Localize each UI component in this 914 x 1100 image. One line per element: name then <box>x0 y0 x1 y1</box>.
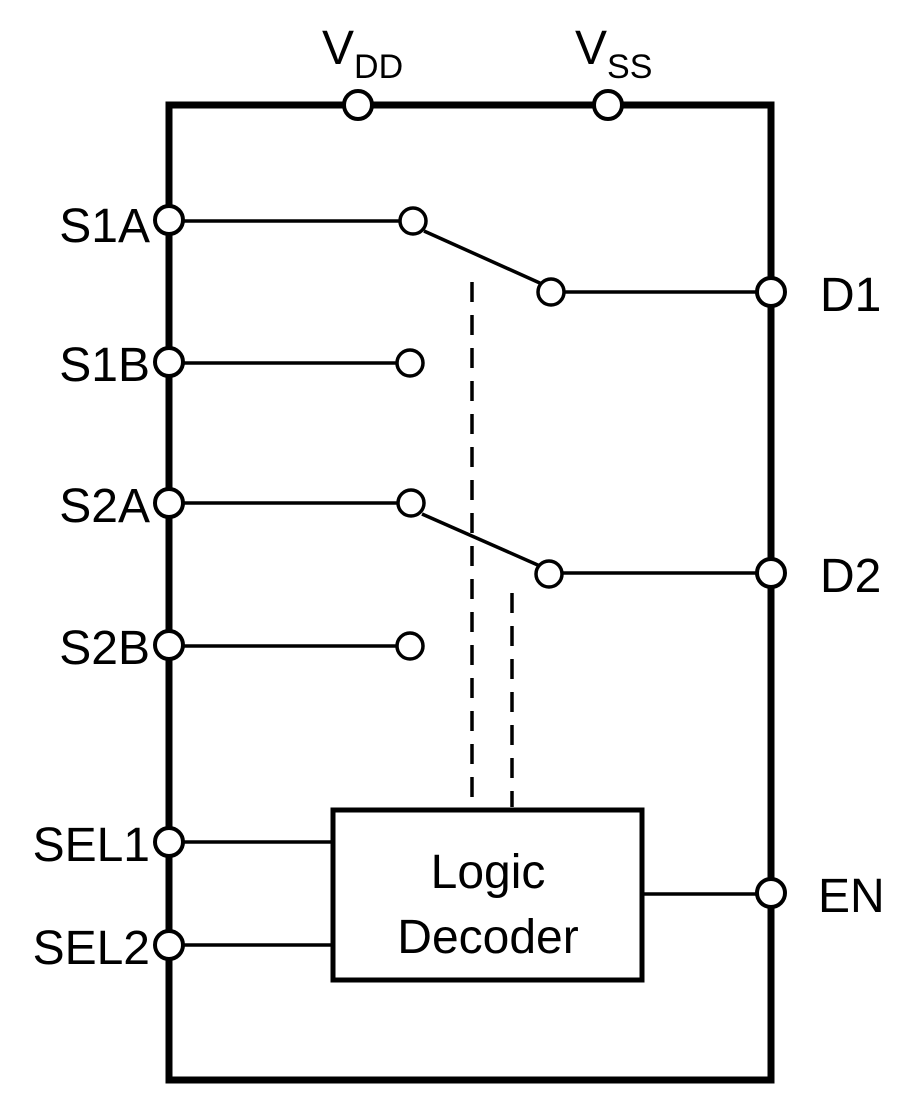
pin-d2-circle <box>755 557 787 589</box>
label-d1: D1 <box>820 269 881 322</box>
pin-s1b-circle <box>153 346 185 378</box>
label-en: EN <box>818 870 885 923</box>
ic-outline <box>165 101 775 1084</box>
switch2-throw-a-circle <box>396 488 426 518</box>
pin-d1-circle <box>755 276 787 308</box>
pin-s1a-circle <box>153 204 185 236</box>
switch1-throw-a-circle <box>398 206 428 236</box>
switch2-pole-circle <box>534 559 564 589</box>
pin-s2b-circle <box>153 629 185 661</box>
label-sel2: SEL2 <box>33 922 150 975</box>
switch1-blade <box>423 229 543 286</box>
label-s2b: S2B <box>59 622 150 675</box>
label-s2a: S2A <box>59 480 150 533</box>
label-sel1: SEL1 <box>33 819 150 872</box>
label-vdd-sub: DD <box>354 48 403 86</box>
pin-vss-circle <box>592 89 624 121</box>
switch2-throw-b-circle <box>395 631 425 661</box>
pin-vdd-circle <box>342 89 374 121</box>
pin-en-circle <box>755 877 787 909</box>
label-vss-main: V <box>575 22 607 75</box>
switch2-blade <box>421 512 541 568</box>
pin-sel2-circle <box>153 929 185 961</box>
switch1-pole-circle <box>536 277 566 307</box>
label-vss-sub: SS <box>607 48 652 86</box>
pin-sel1-circle <box>153 826 185 858</box>
pin-s2a-circle <box>153 487 185 519</box>
label-vdd-main: V <box>322 22 354 75</box>
logic-decoder-label-line1: Logic <box>431 846 546 899</box>
label-s1b: S1B <box>59 339 150 392</box>
switch1-throw-b-circle <box>395 348 425 378</box>
label-d2: D2 <box>820 550 881 603</box>
label-vss: VSS <box>575 22 652 86</box>
logic-decoder-box <box>330 807 645 983</box>
logic-decoder-label-line2: Decoder <box>397 911 578 964</box>
label-s1a: S1A <box>59 200 150 253</box>
label-vdd: VDD <box>322 22 403 86</box>
